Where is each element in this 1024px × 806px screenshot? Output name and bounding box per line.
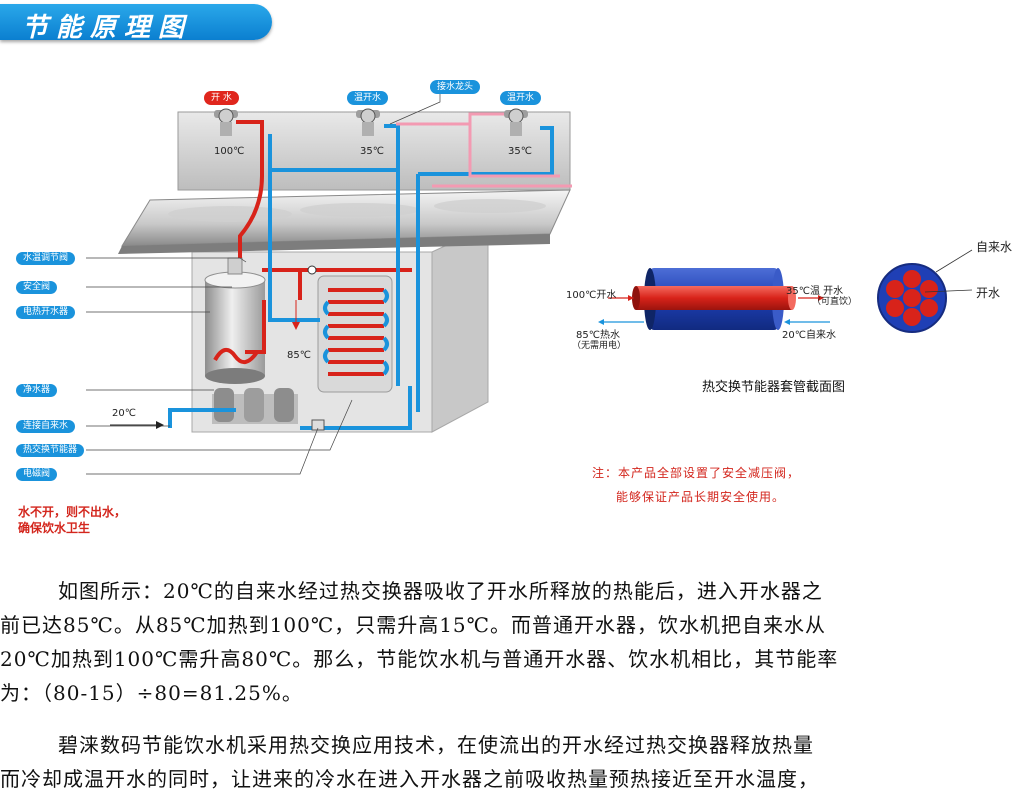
label-thermostatic-valve: 水温调节阀 — [16, 252, 76, 265]
technology-paragraph: 碧涞数码节能饮水机采用热交换应用技术，在使流出的开水经过热交换器释放热量 而冷却… — [0, 728, 1024, 796]
temp-warm-2: 35℃ — [508, 146, 532, 157]
faucet-warm2-icon — [504, 108, 528, 136]
para1-line-4: 为：（80-15）÷80=81.25%。 — [0, 681, 303, 705]
exchanger-in-cold: 20℃自来水 — [782, 330, 836, 341]
warning-line-1: 水不开，则不出水， — [18, 505, 127, 519]
cross-label-tap: 自来水 — [976, 240, 1013, 254]
temp-warm-1: 35℃ — [360, 146, 384, 157]
header-banner: 节能原理图 — [0, 4, 272, 43]
hot-water-pipes — [236, 120, 412, 354]
para1-line-3: 20℃加热到100℃需升高80℃。那么，节能饮水机与普通开水器、饮水机相比，其节… — [0, 647, 839, 671]
safety-note-line-1: 注：本产品全部设置了安全减压阀， — [592, 466, 801, 480]
exchanger-arrows — [598, 295, 830, 325]
flow-arrows — [110, 300, 300, 429]
exchanger-in-hot: 100℃开水 — [566, 290, 617, 301]
para2-line-2: 而冷却成温开水的同时，让进来的冷水在进入开水器之前吸收热量预热接近至开水温度， — [0, 767, 819, 791]
cross-section-icon — [877, 249, 973, 333]
tag-warm-water-2: 温开水 — [500, 91, 542, 105]
cold-water-pipes — [168, 124, 554, 430]
para1-line-2: 前已达85℃。从85℃加热到100℃，只需升高15℃。而普通开水器，饮水机把自来… — [0, 613, 827, 637]
exchanger-out-hot-sub: （无需用电） — [572, 341, 627, 351]
cross-label-boil: 开水 — [976, 286, 1001, 300]
page-title: 节能原理图 — [22, 13, 193, 43]
hygiene-warning: 水不开，则不出水， 确保饮水卫生 — [18, 504, 126, 536]
warm-water-pipes — [396, 112, 572, 188]
exchanger-title: 热交换节能器套管截面图 — [702, 380, 846, 395]
exchanger-out-warm-sub: （可直饮） — [812, 297, 858, 307]
warning-line-2: 确保饮水卫生 — [18, 521, 91, 535]
label-solenoid-valve: 电磁阀 — [16, 468, 58, 481]
label-safety-valve: 安全阀 — [16, 281, 58, 294]
explanation-paragraph: 如图所示：20℃的自来水经过热交换器吸收了开水所释放的热能后，进入开水器之 前已… — [0, 574, 1024, 710]
label-electric-boiler: 电热开水器 — [16, 306, 76, 319]
label-heat-exchanger: 热交换节能器 — [16, 444, 85, 457]
faucet-boiling-icon — [214, 108, 238, 136]
para1-line-1: 如图所示：20℃的自来水经过热交换器吸收了开水所释放的热能后，进入开水器之 — [58, 579, 823, 603]
faucet-warm-icon — [356, 108, 380, 136]
water-purifier — [212, 388, 298, 424]
exchanger-tube — [632, 268, 796, 330]
safety-note-line-2: 能够保证产品长期安全使用。 — [616, 490, 786, 504]
label-leaders — [86, 88, 441, 475]
thermostatic-valve-icon — [307, 265, 317, 275]
machine-diagram — [86, 88, 973, 475]
heat-exchanger-coil — [323, 288, 389, 376]
label-purifier: 净水器 — [16, 384, 58, 397]
tag-warm-water-1: 温开水 — [347, 91, 389, 105]
exchanger-out-hot: 85℃热水 — [576, 330, 620, 341]
boiler-tank — [204, 257, 266, 384]
tag-faucet: 接水龙头 — [430, 80, 481, 94]
solenoid-valve-icon — [311, 419, 325, 431]
temp-boiling: 100℃ — [214, 146, 245, 157]
temp-tap: 20℃ — [112, 408, 136, 419]
exchanger-out-warm: 35℃温 开水 — [786, 286, 844, 297]
para2-line-1: 碧涞数码节能饮水机采用热交换应用技术，在使流出的开水经过热交换器释放热量 — [58, 733, 814, 757]
label-tap-connection: 连接自来水 — [16, 420, 76, 433]
tag-boiling-water: 开 水 — [204, 91, 239, 105]
temp-preheated: 85℃ — [287, 350, 311, 361]
